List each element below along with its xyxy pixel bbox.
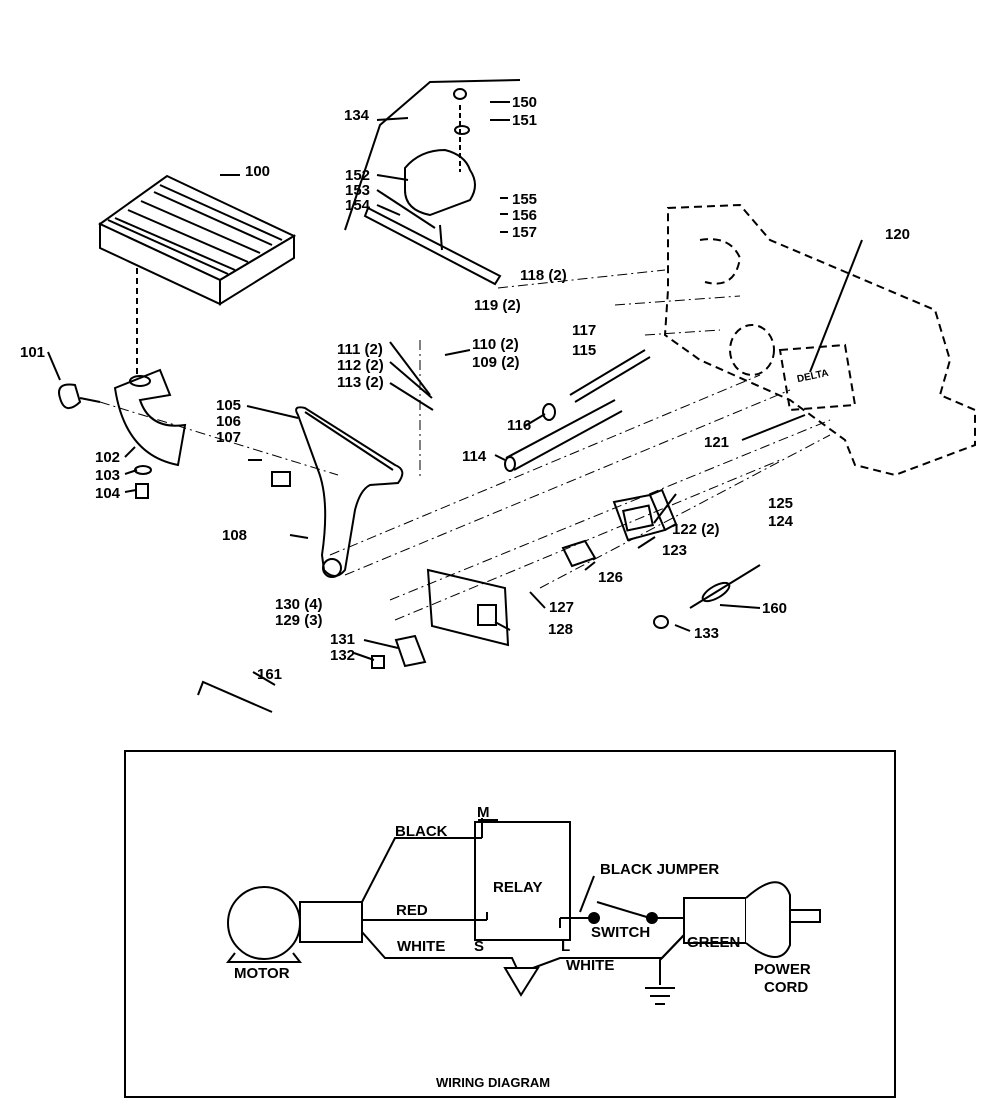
part-label-118: 118 (2) xyxy=(520,267,567,284)
part-label-150: 150 xyxy=(512,94,538,111)
part-label-101: 101 xyxy=(20,344,46,361)
switch-box-123 xyxy=(612,488,678,542)
part-label-119: 119 (2) xyxy=(474,297,521,314)
miter-gauge-134 xyxy=(344,79,521,286)
rod-115 xyxy=(569,349,651,403)
part-label-100: 100 xyxy=(245,163,271,180)
motor-housing-120 xyxy=(663,203,976,477)
wrench-161 xyxy=(197,680,273,713)
power-plug xyxy=(745,881,791,958)
part-label-113: 113 (2) xyxy=(337,374,384,391)
part-label-112: 112 (2) xyxy=(337,357,384,374)
relay-label: RELAY xyxy=(493,879,543,896)
part-label-156: 156 xyxy=(512,207,538,224)
part-label-122: 122 (2) xyxy=(672,521,720,538)
plate-128 xyxy=(426,568,510,647)
part-label-157: 157 xyxy=(512,224,538,241)
part-label-123: 123 xyxy=(662,542,688,559)
part-label-132: 132 xyxy=(330,647,356,664)
part-label-129: 129 (3) xyxy=(275,612,323,629)
terminal-m-label: M xyxy=(477,804,490,821)
part-label-160: 160 xyxy=(762,600,788,617)
cord-label: CORD xyxy=(764,979,809,996)
knob-101 xyxy=(58,383,101,409)
part-label-151: 151 xyxy=(512,112,538,129)
black-wire-label: BLACK xyxy=(395,823,448,840)
rod-114 xyxy=(504,399,623,472)
part-label-131: 131 xyxy=(330,631,356,648)
part-label-110: 110 (2) xyxy=(472,336,519,353)
part-label-114: 114 xyxy=(462,448,487,465)
part-label-104: 104 xyxy=(95,485,121,502)
part-label-130: 130 (4) xyxy=(275,596,323,613)
white-wire-left-label: WHITE xyxy=(397,938,446,955)
part-label-116: 116 xyxy=(507,417,532,434)
support-105 xyxy=(295,406,404,578)
part-label-106: 106 xyxy=(216,413,242,430)
part-label-126: 126 xyxy=(598,569,624,586)
part-label-107: 107 xyxy=(216,429,242,446)
part-label-128: 128 xyxy=(548,621,574,638)
cord-160 xyxy=(689,564,761,609)
part-label-161: 161 xyxy=(257,666,283,683)
wiring-diagram-title: WIRING DIAGRAM xyxy=(436,1075,551,1090)
part-label-108: 108 xyxy=(222,527,248,544)
power-label: POWER xyxy=(754,961,811,978)
part-label-125: 125 xyxy=(768,495,794,512)
red-wire-label: RED xyxy=(396,902,428,919)
wiring-diagram xyxy=(225,818,821,1005)
part-label-154: 154 xyxy=(345,197,371,214)
part-label-115: 115 xyxy=(572,342,597,359)
part-label-117: 117 xyxy=(572,322,597,339)
part-label-120: 120 xyxy=(885,226,911,243)
part-label-121: 121 xyxy=(704,434,730,451)
table-100 xyxy=(98,174,297,306)
part-label-124: 124 xyxy=(768,513,794,530)
part-label-103: 103 xyxy=(95,467,121,484)
wiring-diagram-frame xyxy=(124,750,896,1098)
part-label-105: 105 xyxy=(216,397,242,414)
part-label-155: 155 xyxy=(512,191,538,208)
terminal-l-label: L xyxy=(561,938,571,955)
green-wire-label: GREEN xyxy=(687,934,741,951)
part-label-153: 153 xyxy=(345,182,371,199)
part-label-102: 102 xyxy=(95,449,121,466)
part-label-111: 111 (2) xyxy=(337,341,383,358)
black-jumper-label: BLACK JUMPER xyxy=(600,861,720,878)
switch-label: SWITCH xyxy=(591,924,651,941)
part-label-127: 127 xyxy=(549,599,575,616)
motor-label: MOTOR xyxy=(234,965,290,982)
part-label-109: 109 (2) xyxy=(472,354,520,371)
bracket-102 xyxy=(113,368,187,467)
white-wire-right-label: WHITE xyxy=(566,957,615,974)
part-label-134: 134 xyxy=(344,107,370,124)
wire-connector xyxy=(503,967,540,997)
part-label-152: 152 xyxy=(345,167,371,184)
part-label-133: 133 xyxy=(694,625,720,642)
terminal-s-label: S xyxy=(474,938,485,955)
relay-box xyxy=(474,821,571,941)
